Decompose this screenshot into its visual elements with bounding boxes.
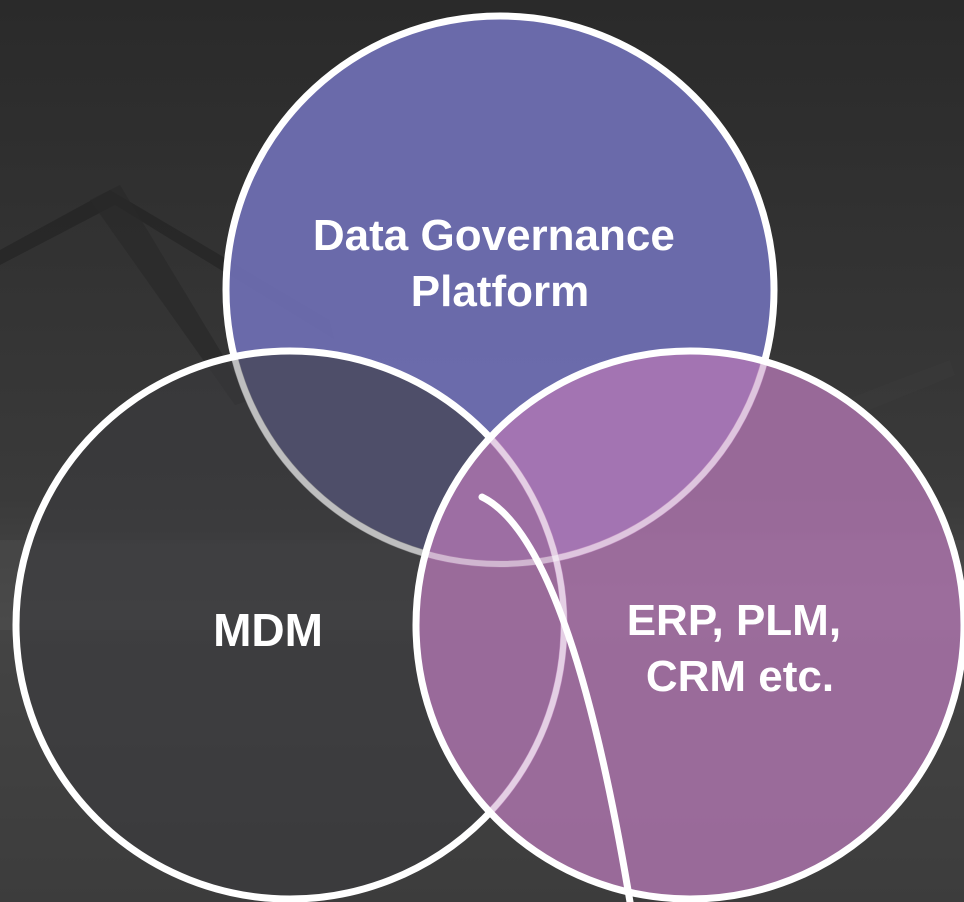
label-erp-plm-crm: ERP, PLM, CRM etc.: [627, 596, 854, 701]
label-mdm-line-1: MDM: [213, 604, 323, 656]
circle-erp-plm-crm: [412, 347, 964, 902]
label-mdm: MDM: [213, 604, 323, 656]
divider-curve: [478, 493, 634, 902]
label-data-governance-line-2: Platform: [411, 267, 589, 316]
label-erp-line-1: ERP, PLM,: [627, 596, 841, 645]
label-data-governance-line-1: Data Governance: [313, 211, 675, 260]
circle-data-governance-outline: [223, 13, 777, 567]
label-data-governance: Data Governance Platform: [313, 211, 687, 316]
label-erp-line-2: CRM etc.: [646, 652, 834, 701]
